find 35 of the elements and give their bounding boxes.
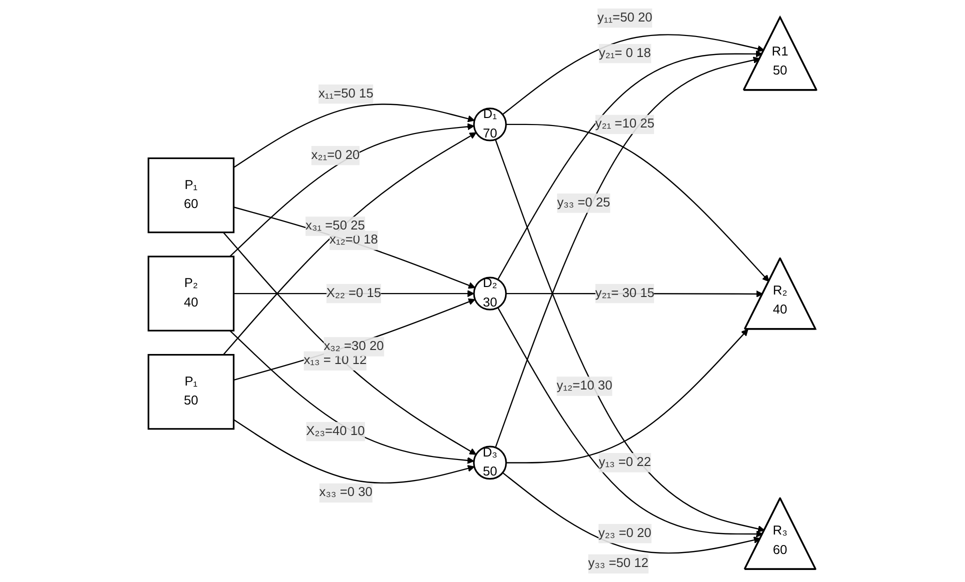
edge-label: y₂₁= 0 18	[598, 46, 651, 60]
edge-label: y₂₃ =0 20	[598, 526, 652, 540]
edge-label: x₃₃ =0 30	[319, 486, 372, 500]
edge-label: y₂₁ =10 25	[595, 117, 654, 131]
edge-label: x₁₂=0 18	[330, 233, 378, 247]
node-circle: D₃ 50	[473, 446, 507, 480]
arrow	[233, 104, 475, 168]
edge-label: x₁₃ = 10 12	[304, 354, 367, 368]
arrow	[234, 298, 476, 381]
edge-label: y₁₂=10 30	[556, 378, 612, 393]
arrow	[497, 307, 764, 538]
arrow	[506, 124, 770, 282]
arrow	[502, 34, 764, 115]
arrow	[222, 132, 477, 356]
arrow	[229, 123, 474, 257]
edge-label: x₂₁=0 20	[311, 148, 360, 162]
arrow	[229, 330, 474, 464]
edge-label: y₃₃ =0 25	[557, 196, 610, 210]
edge-label: x₃₁ =50 25	[306, 218, 365, 233]
arrow	[497, 50, 763, 280]
edge-label: X₂₂ =0 15	[326, 286, 382, 300]
node-box: P₂ 40	[148, 256, 234, 332]
arrow	[494, 56, 760, 448]
edge-label: y₂₁= 30 15	[595, 286, 654, 300]
edge-label: y₁₁=50 20	[597, 10, 652, 25]
edge-label: x₁₁=50 15	[318, 86, 374, 101]
arrow	[233, 419, 475, 484]
arrow	[502, 472, 761, 554]
node-box: P₁ 50	[148, 354, 234, 430]
edge-label: y₁₃ =0 22	[598, 455, 652, 470]
edge-label: y₃₃ =50 12	[588, 556, 648, 570]
edge-label: x₃₂ =30 20	[324, 339, 384, 354]
node-box: P₁ 60	[148, 157, 234, 234]
arrow	[506, 329, 748, 464]
edge-label: X₂₃=40 10	[306, 424, 365, 438]
